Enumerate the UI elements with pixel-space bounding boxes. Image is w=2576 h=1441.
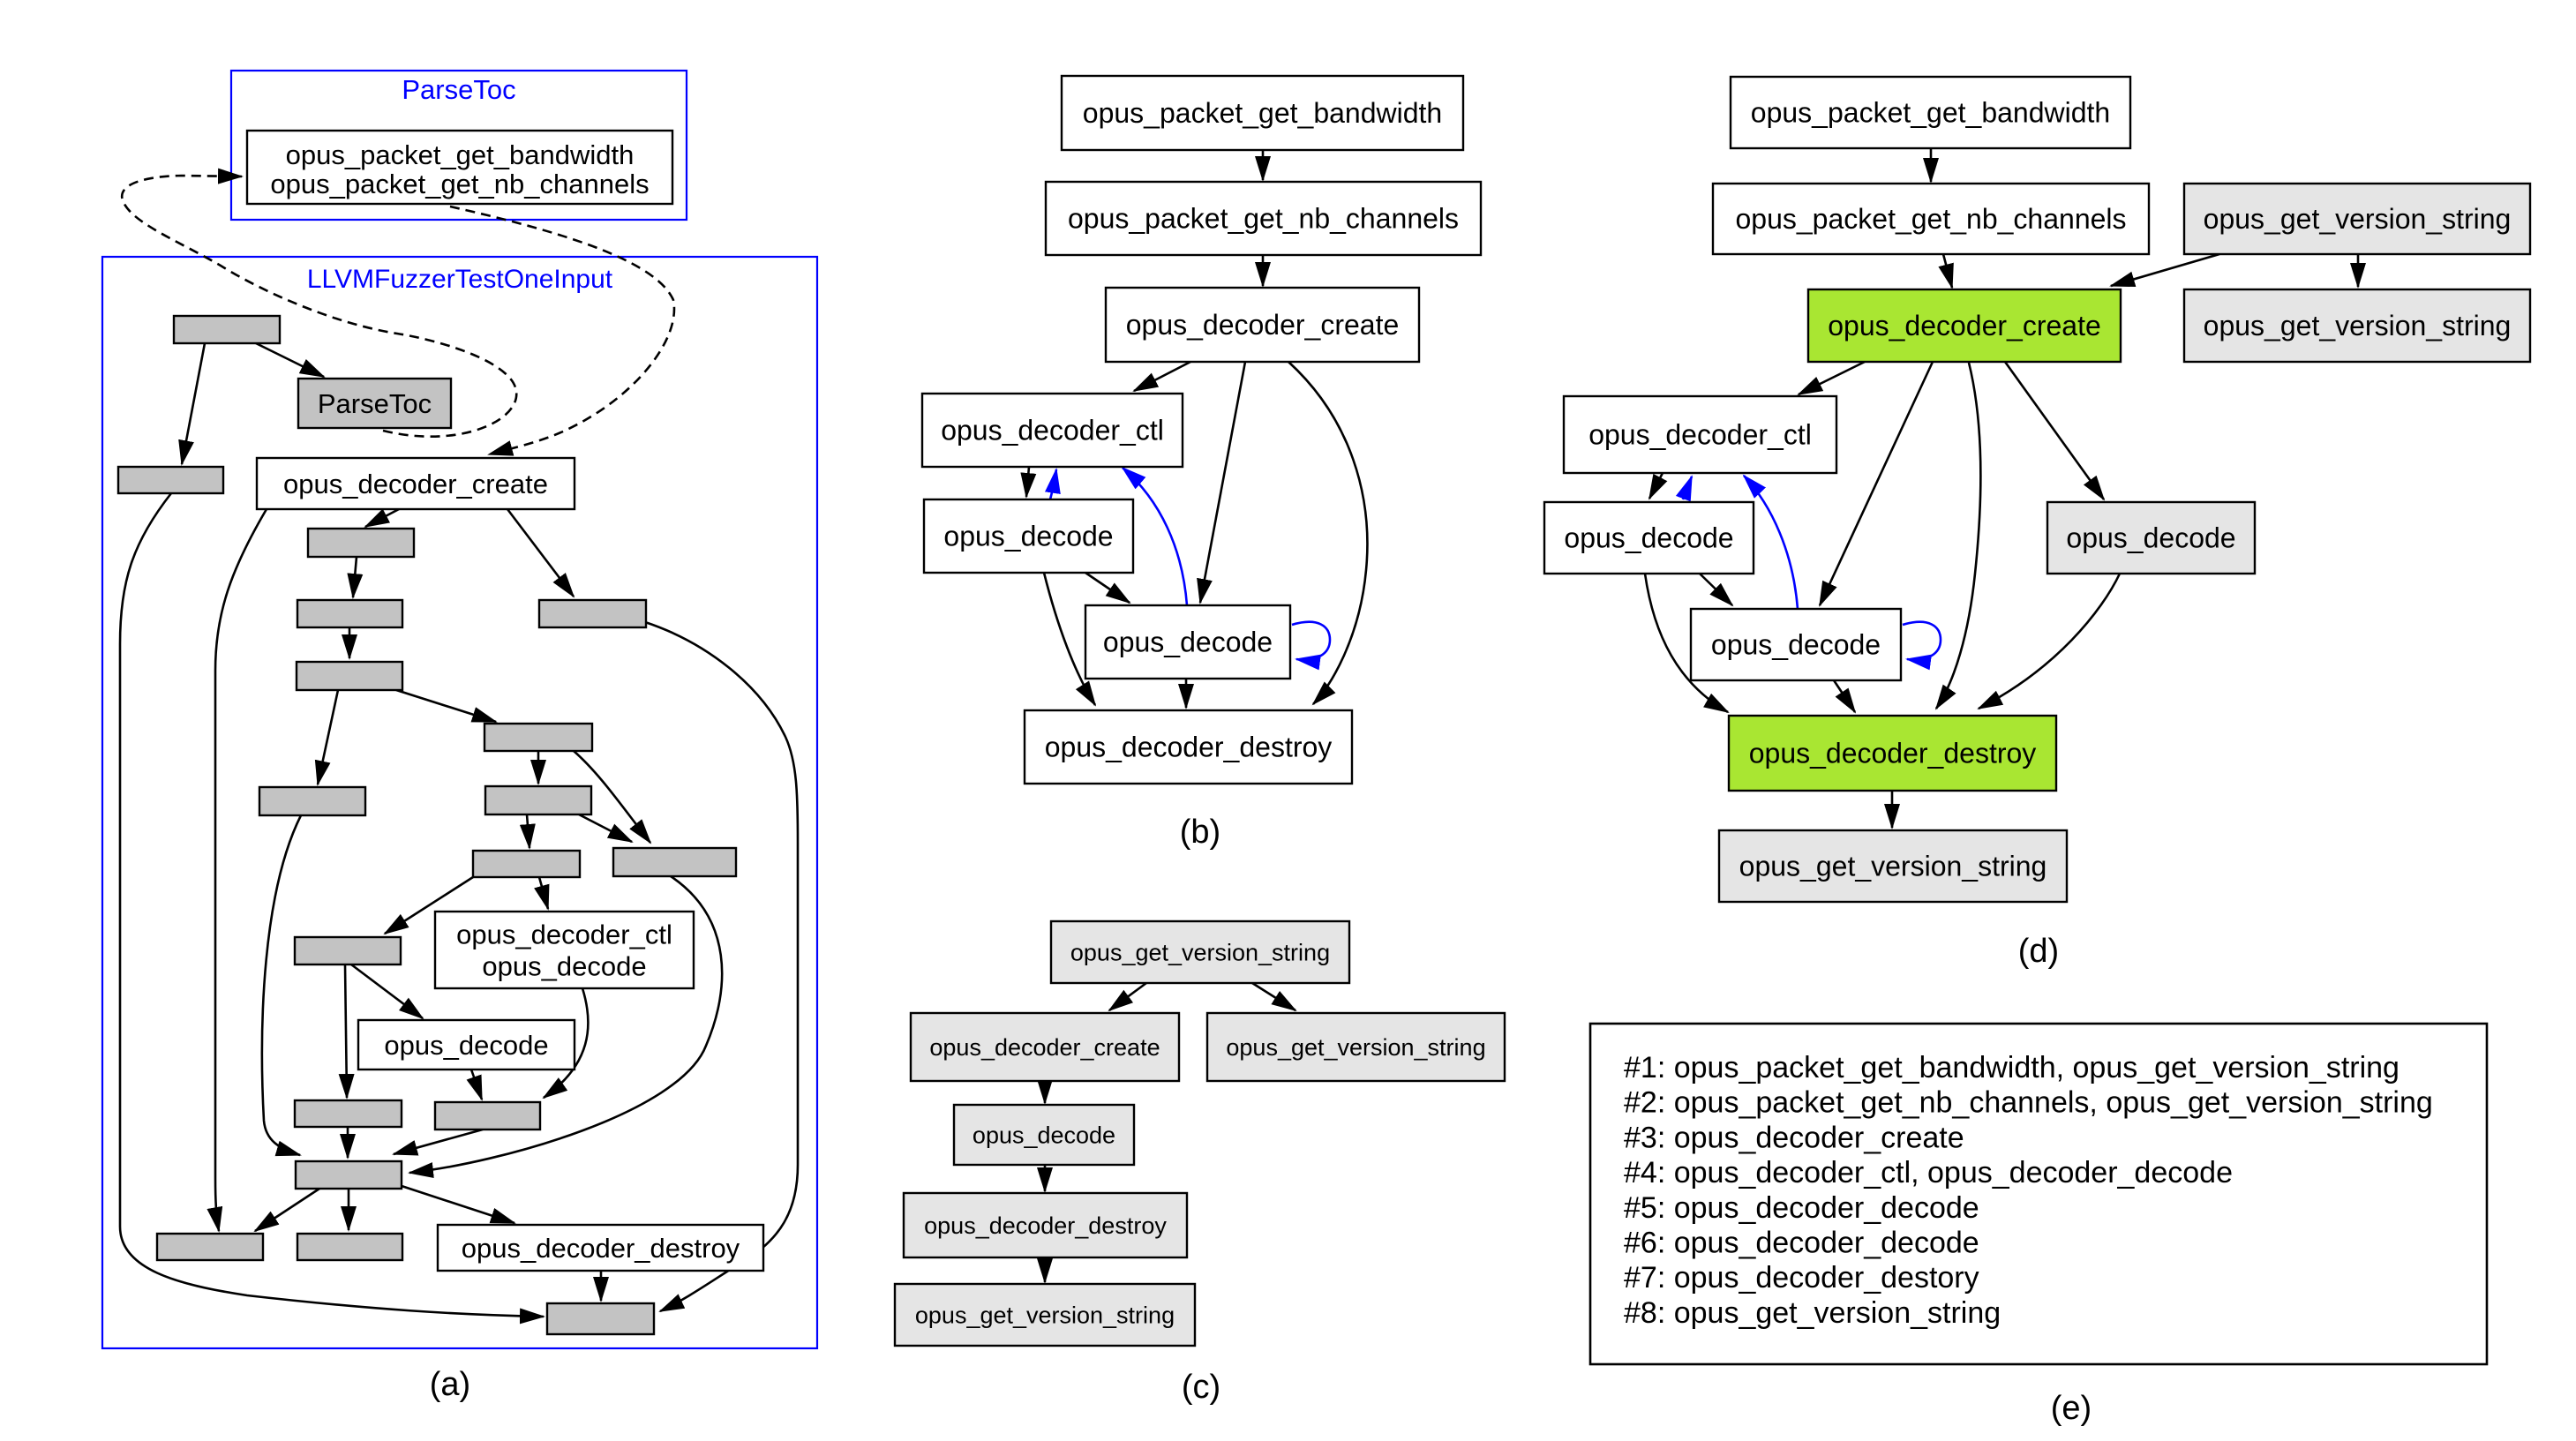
svg-text:opus_get_version_string: opus_get_version_string	[915, 1302, 1175, 1328]
svg-text:opus_get_version_string: opus_get_version_string	[1226, 1034, 1485, 1061]
svg-text:opus_decode: opus_decode	[2066, 522, 2235, 554]
svg-text:opus_get_version_string: opus_get_version_string	[2204, 203, 2512, 235]
svg-text:opus_decoder_ctl: opus_decoder_ctl	[456, 919, 672, 949]
svg-text:opus_packet_get_bandwidth: opus_packet_get_bandwidth	[286, 139, 635, 170]
svg-text:#8: opus_get_version_string: #8: opus_get_version_string	[1624, 1296, 2001, 1330]
svg-text:opus_decoder_create: opus_decoder_create	[1828, 310, 2101, 341]
svg-text:opus_decoder_destroy: opus_decoder_destroy	[924, 1212, 1167, 1239]
svg-text:#6: opus_decoder_decode: #6: opus_decoder_decode	[1624, 1227, 1979, 1260]
svg-text:#5: opus_decoder_decode: #5: opus_decoder_decode	[1624, 1191, 1979, 1225]
svg-text:(a): (a)	[430, 1366, 470, 1403]
svg-text:#1: opus_packet_get_bandwidth,: #1: opus_packet_get_bandwidth, opus_get_…	[1624, 1051, 2400, 1085]
svg-text:opus_get_version_string: opus_get_version_string	[1739, 851, 2047, 882]
svg-text:opus_decode: opus_decode	[943, 521, 1113, 552]
svg-text:opus_decode: opus_decode	[482, 950, 646, 981]
svg-text:opus_decoder_destroy: opus_decoder_destroy	[1749, 738, 2037, 769]
svg-text:opus_decoder_create: opus_decoder_create	[929, 1034, 1160, 1061]
svg-text:opus_packet_get_nb_channels: opus_packet_get_nb_channels	[1735, 203, 2126, 235]
svg-text:opus_decoder_destroy: opus_decoder_destroy	[1045, 732, 1333, 763]
svg-text:opus_decoder_ctl: opus_decoder_ctl	[941, 415, 1164, 447]
svg-text:ParseToc: ParseToc	[402, 74, 515, 105]
svg-text:opus_decoder_create: opus_decoder_create	[283, 469, 548, 499]
svg-text:opus_packet_get_nb_channels: opus_packet_get_nb_channels	[1068, 203, 1459, 235]
svg-text:opus_decode: opus_decode	[1711, 629, 1881, 661]
svg-text:opus_decoder_create: opus_decoder_create	[1126, 309, 1400, 341]
svg-text:#2: opus_packet_get_nb_channel: #2: opus_packet_get_nb_channels, opus_ge…	[1624, 1086, 2433, 1120]
svg-text:opus_decode: opus_decode	[973, 1122, 1115, 1148]
svg-text:opus_decoder_ctl: opus_decoder_ctl	[1588, 419, 1812, 451]
svg-text:opus_decoder_destroy: opus_decoder_destroy	[462, 1233, 740, 1264]
svg-text:LLVMFuzzerTestOneInput: LLVMFuzzerTestOneInput	[307, 265, 613, 294]
svg-text:ParseToc: ParseToc	[318, 388, 432, 419]
svg-text:opus_packet_get_bandwidth: opus_packet_get_bandwidth	[1083, 97, 1442, 129]
svg-text:(b): (b)	[1180, 814, 1220, 851]
svg-text:(e): (e)	[2051, 1390, 2092, 1427]
svg-text:opus_get_version_string: opus_get_version_string	[1070, 939, 1330, 965]
svg-text:opus_packet_get_bandwidth: opus_packet_get_bandwidth	[1751, 97, 2110, 129]
svg-text:opus_decode: opus_decode	[1103, 627, 1273, 658]
svg-text:opus_decode: opus_decode	[384, 1030, 548, 1061]
svg-text:(c): (c)	[1182, 1369, 1220, 1406]
svg-text:opus_packet_get_nb_channels: opus_packet_get_nb_channels	[270, 169, 649, 199]
svg-text:(d): (d)	[2018, 933, 2059, 970]
svg-text:#7: opus_decoder_destory: #7: opus_decoder_destory	[1624, 1261, 1979, 1295]
svg-text:#4: opus_decoder_ctl, opus_dec: #4: opus_decoder_ctl, opus_decoder_decod…	[1624, 1156, 2233, 1190]
svg-text:opus_decode: opus_decode	[1564, 522, 1733, 554]
svg-text:#3: opus_decoder_create: #3: opus_decoder_create	[1624, 1121, 1964, 1154]
svg-text:opus_get_version_string: opus_get_version_string	[2204, 310, 2512, 341]
